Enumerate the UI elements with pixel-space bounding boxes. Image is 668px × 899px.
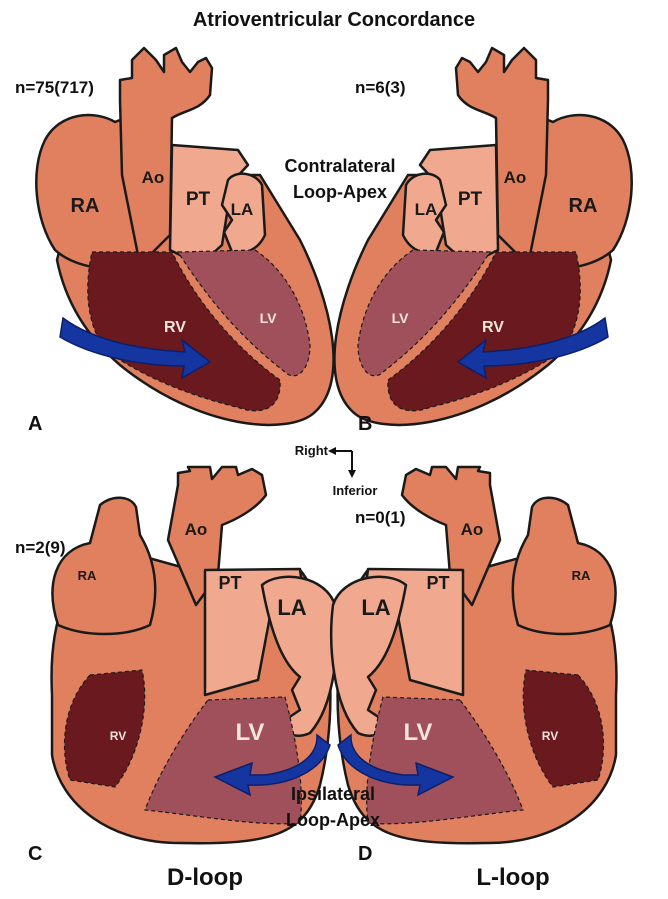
orientation-marker: Right Inferior <box>295 443 378 498</box>
chamber-label-ra: RA <box>78 568 97 583</box>
panel-letter: C <box>28 843 42 865</box>
chamber-label-ao: Ao <box>504 168 527 187</box>
d-loop-label: D-loop <box>167 864 243 891</box>
chamber-label-lv: LV <box>260 310 278 326</box>
heart-drawing <box>334 48 631 425</box>
contralateral-label-line1: Contralateral <box>284 156 395 176</box>
chamber-label-la: LA <box>415 200 438 219</box>
sample-size-label: n=2(9) <box>15 538 66 557</box>
chamber-label-pt: PT <box>186 189 211 210</box>
chamber-label-ra: RA <box>71 195 100 217</box>
diagram-title: Atrioventricular Concordance <box>193 9 475 31</box>
chamber-label-pt: PT <box>218 573 241 593</box>
heart-drawing <box>36 48 333 425</box>
chamber-label-ra: RA <box>572 568 591 583</box>
chamber-label-lv: LV <box>392 310 410 326</box>
l-loop-label: L-loop <box>476 864 549 891</box>
chamber-label-pt: PT <box>426 573 449 593</box>
chamber-label-rv: RV <box>110 729 126 743</box>
panel-letter: D <box>358 843 372 865</box>
panel-letter: B <box>358 413 372 435</box>
right-atrium <box>53 498 156 634</box>
chamber-label-rv: RV <box>164 319 186 336</box>
chamber-label-rv: RV <box>482 319 504 336</box>
chamber-label-lv: LV <box>236 719 265 746</box>
chamber-label-ao: Ao <box>142 168 165 187</box>
chamber-label-rv: RV <box>542 729 558 743</box>
ipsilateral-label-line2: Loop-Apex <box>286 810 380 830</box>
chamber-label-pt: PT <box>458 189 483 210</box>
chamber-label-lv: LV <box>404 719 433 746</box>
sample-size-label: n=0(1) <box>355 508 406 527</box>
panel-letter: A <box>28 413 42 435</box>
sample-size-label: n=75(717) <box>15 78 94 97</box>
chamber-label-ra: RA <box>569 195 598 217</box>
orientation-right-label: Right <box>295 443 329 458</box>
ipsilateral-label-line1: Ipsilateral <box>291 784 375 804</box>
chamber-label-la: LA <box>277 595 306 620</box>
chamber-label-ao: Ao <box>461 520 484 539</box>
orientation-inferior-label: Inferior <box>333 483 378 498</box>
sample-size-label: n=6(3) <box>355 78 406 97</box>
chamber-label-la: LA <box>361 595 390 620</box>
chamber-label-la: LA <box>231 200 254 219</box>
contralateral-label-line2: Loop-Apex <box>293 182 387 202</box>
right-atrium <box>513 498 616 634</box>
chamber-label-ao: Ao <box>185 520 208 539</box>
